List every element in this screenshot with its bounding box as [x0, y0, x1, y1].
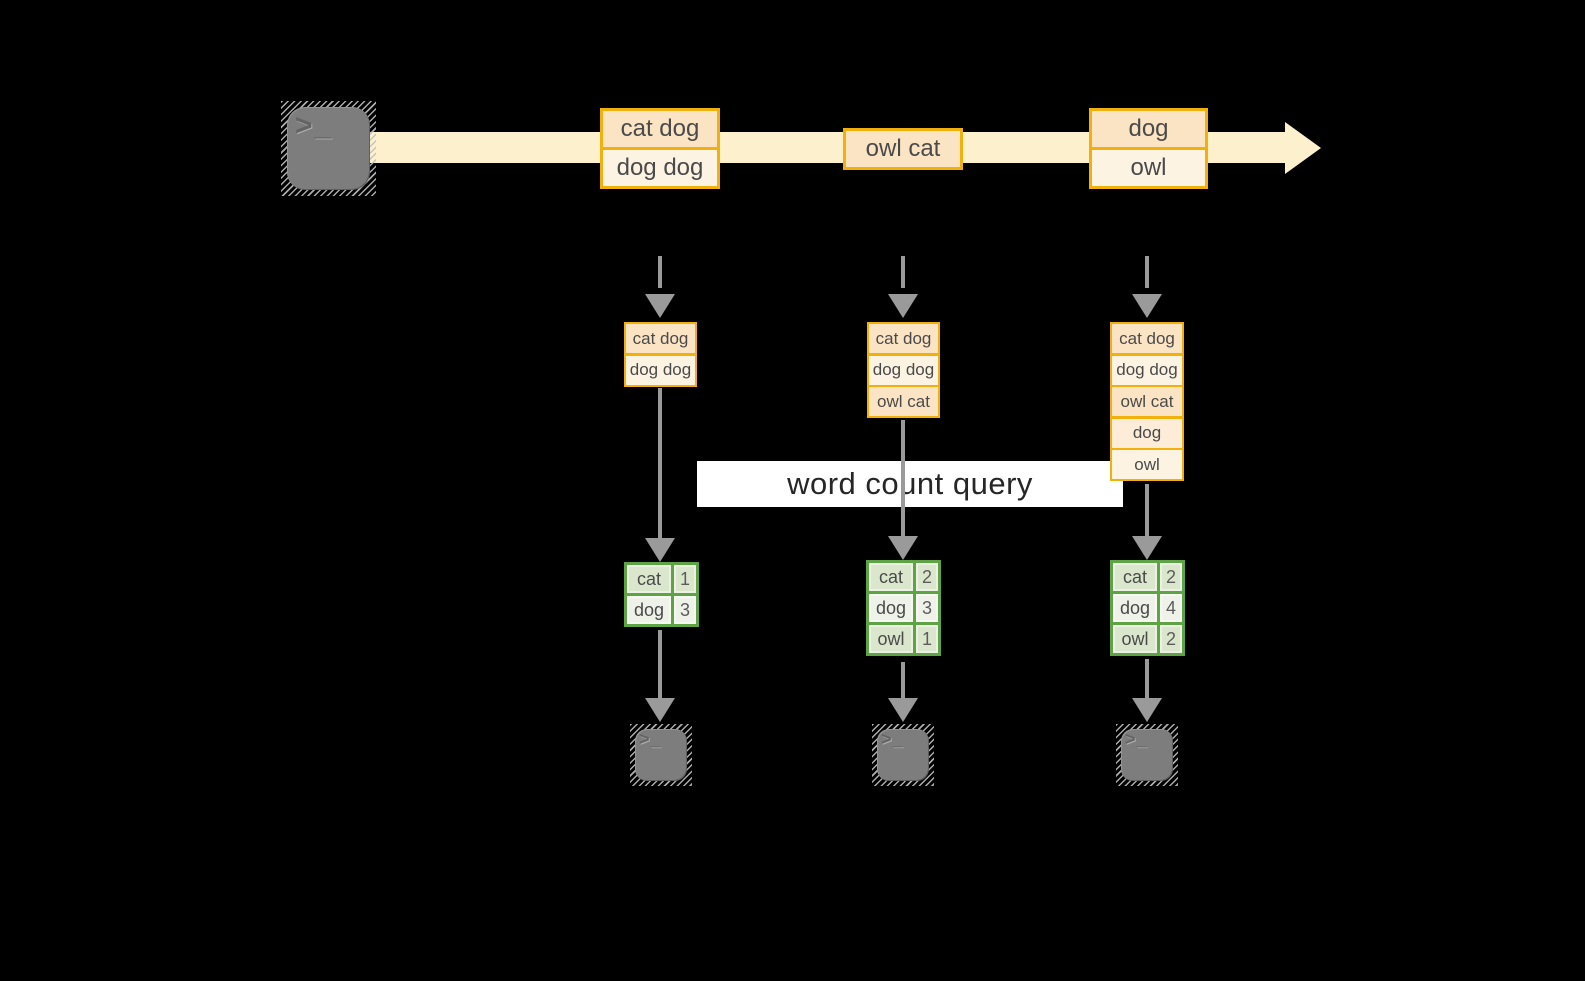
table-row: dog 4	[1113, 594, 1182, 622]
table-row: dog 3	[627, 596, 696, 624]
batch-row: owl cat	[1112, 387, 1182, 416]
count-table-3: cat 2 dog 4 owl 2	[1110, 560, 1185, 656]
query-label-text: word count query	[787, 466, 1033, 501]
terminal-body	[1121, 729, 1173, 781]
query-label: word count query	[697, 461, 1123, 507]
batch-row: dog dog	[1112, 355, 1182, 385]
terminal-prompt-icon: >_	[881, 729, 904, 749]
microbatch-arrow-head-icon	[645, 294, 675, 318]
count-cell: 2	[1160, 625, 1182, 653]
microbatch-arrow-dash	[1145, 256, 1149, 288]
sink-arrow-head-icon	[645, 698, 675, 722]
sink-arrow-head-icon	[1132, 698, 1162, 722]
batch-stack-1: cat dog dog dog	[624, 322, 697, 387]
count-table-1: cat 1 dog 3	[624, 562, 699, 627]
terminal-prompt-icon: >_	[1125, 729, 1148, 749]
event-row: owl cat	[846, 131, 960, 167]
event-row: dog	[1092, 111, 1205, 147]
terminal-body	[287, 107, 370, 190]
sink-terminal-icon-2: >_	[872, 724, 934, 786]
event-box-batch1: cat dog dog dog	[600, 108, 720, 189]
count-cell: 2	[1160, 563, 1182, 591]
batch-row: owl	[1112, 450, 1182, 479]
sink-arrow-head-icon	[888, 698, 918, 722]
table-row: owl 1	[869, 625, 938, 653]
word-cell: cat	[627, 565, 671, 593]
sink-arrow-line	[658, 630, 662, 700]
table-row: cat 1	[627, 565, 696, 593]
word-cell: owl	[1113, 625, 1157, 653]
word-cell: owl	[869, 625, 913, 653]
word-cell: dog	[627, 596, 671, 624]
table-row: cat 2	[1113, 563, 1182, 591]
query-arrow-line	[1145, 484, 1149, 538]
stream-arrow-head-icon	[1285, 122, 1321, 174]
count-cell: 2	[916, 563, 938, 591]
microbatch-arrow-dash	[658, 256, 662, 288]
word-cell: cat	[869, 563, 913, 591]
event-box-batch2: owl cat	[843, 128, 963, 170]
batch-row: owl cat	[869, 387, 938, 416]
microbatch-arrow-head-icon	[888, 294, 918, 318]
microbatch-arrow-dash	[901, 256, 905, 288]
count-table-2: cat 2 dog 3 owl 1	[866, 560, 941, 656]
microbatch-arrow-head-icon	[1132, 294, 1162, 318]
word-cell: cat	[1113, 563, 1157, 591]
batch-row: cat dog	[626, 324, 695, 353]
count-cell: 1	[916, 625, 938, 653]
count-cell: 1	[674, 565, 696, 593]
terminal-prompt-icon: >_	[639, 729, 662, 749]
word-cell: dog	[1113, 594, 1157, 622]
sink-arrow-line	[901, 662, 905, 700]
batch-row: dog dog	[626, 355, 695, 385]
batch-row: dog dog	[869, 355, 938, 385]
query-arrow-head-icon	[888, 536, 918, 560]
source-terminal-icon: >_	[281, 101, 376, 196]
batch-row: cat dog	[1112, 324, 1182, 353]
event-row: dog dog	[603, 149, 717, 186]
query-arrow-line	[901, 420, 905, 538]
word-cell: dog	[869, 594, 913, 622]
sink-terminal-icon-3: >_	[1116, 724, 1178, 786]
query-arrow-line	[658, 388, 662, 540]
count-cell: 4	[1160, 594, 1182, 622]
terminal-body	[877, 729, 929, 781]
event-row: cat dog	[603, 111, 717, 147]
table-row: cat 2	[869, 563, 938, 591]
count-cell: 3	[674, 596, 696, 624]
query-arrow-head-icon	[1132, 536, 1162, 560]
batch-row: dog	[1112, 418, 1182, 448]
terminal-prompt-icon: >_	[295, 109, 334, 142]
event-box-batch3: dog owl	[1089, 108, 1208, 189]
batch-stack-3: cat dog dog dog owl cat dog owl	[1110, 322, 1184, 481]
query-arrow-head-icon	[645, 538, 675, 562]
batch-stack-2: cat dog dog dog owl cat	[867, 322, 940, 418]
count-cell: 3	[916, 594, 938, 622]
event-row: owl	[1092, 149, 1205, 186]
table-row: dog 3	[869, 594, 938, 622]
terminal-body	[635, 729, 687, 781]
batch-row: cat dog	[869, 324, 938, 353]
table-row: owl 2	[1113, 625, 1182, 653]
sink-arrow-line	[1145, 659, 1149, 700]
sink-terminal-icon-1: >_	[630, 724, 692, 786]
